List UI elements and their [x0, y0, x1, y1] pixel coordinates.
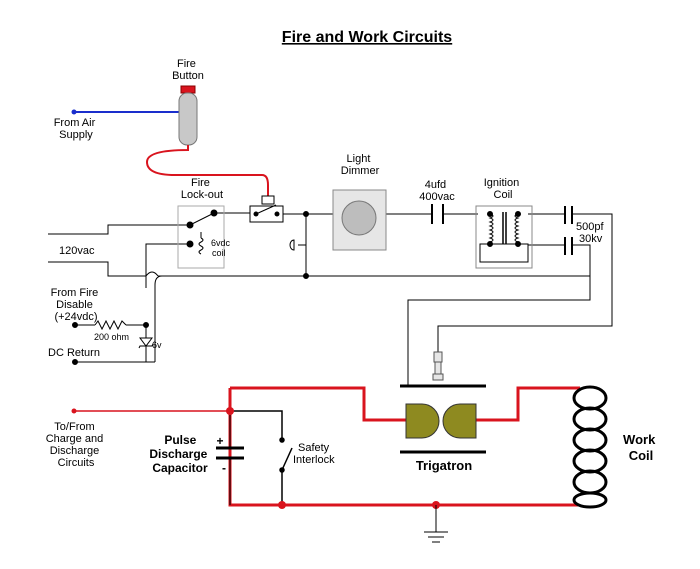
- cap-plus-sign: +: [216, 434, 223, 448]
- ground-icon: [424, 505, 448, 543]
- light-dimmer-label: Light Dimmer: [341, 153, 380, 177]
- charge-circuit-label: To/From Charge and Discharge Circuits: [46, 421, 107, 469]
- work-coil-label: Work Coil: [623, 432, 659, 463]
- ignition-coil: [475, 205, 533, 269]
- air-supply-line: [71, 109, 180, 115]
- relay-coil-icon: [198, 232, 204, 255]
- light-dimmer[interactable]: [332, 189, 387, 251]
- circuit-nodes: [226, 407, 440, 509]
- charge-node: [71, 408, 77, 414]
- dc-return-label: DC Return: [48, 347, 100, 359]
- small-capacitor-label: 4ufd 400vac: [419, 179, 455, 203]
- work-coil: [572, 385, 608, 509]
- fire-button-label: Fire Button: [172, 58, 204, 82]
- zener-label: 6v: [152, 340, 162, 350]
- trigger-plug: [432, 351, 444, 381]
- ac-wiring: [48, 195, 613, 386]
- cap-minus-sign: -: [222, 461, 226, 475]
- ignition-coil-label: Ignition Coil: [484, 177, 523, 201]
- fire-lockout-label: Fire Lock-out: [181, 177, 223, 201]
- trigatron-label: Trigatron: [416, 458, 472, 473]
- safety-interlock-label: Safety Interlock: [293, 442, 335, 466]
- pulse-capacitor-label: Pulse Discharge Capacitor: [149, 433, 210, 475]
- resistor-label: 200 ohm: [94, 332, 129, 342]
- trigatron: [400, 384, 486, 454]
- safety-interlock-switch[interactable]: [230, 410, 293, 505]
- air-supply-label: From Air Supply: [54, 117, 99, 141]
- fire-lockout-relay: [177, 205, 225, 269]
- fire-button-cable: [145, 145, 269, 198]
- relay-coil-label: 6vdc coil: [211, 238, 233, 258]
- ac-input-label: 120vac: [59, 245, 95, 257]
- fire-disable-wiring: [72, 275, 163, 365]
- fire-button[interactable]: [178, 85, 198, 146]
- fire-disable-label: From Fire Disable (+24vdc): [51, 287, 102, 323]
- pulse-discharge-capacitor: [216, 411, 244, 505]
- diagram-title: Fire and Work Circuits: [282, 29, 453, 46]
- hv-capacitor-label: 500pf 30kv: [576, 221, 607, 245]
